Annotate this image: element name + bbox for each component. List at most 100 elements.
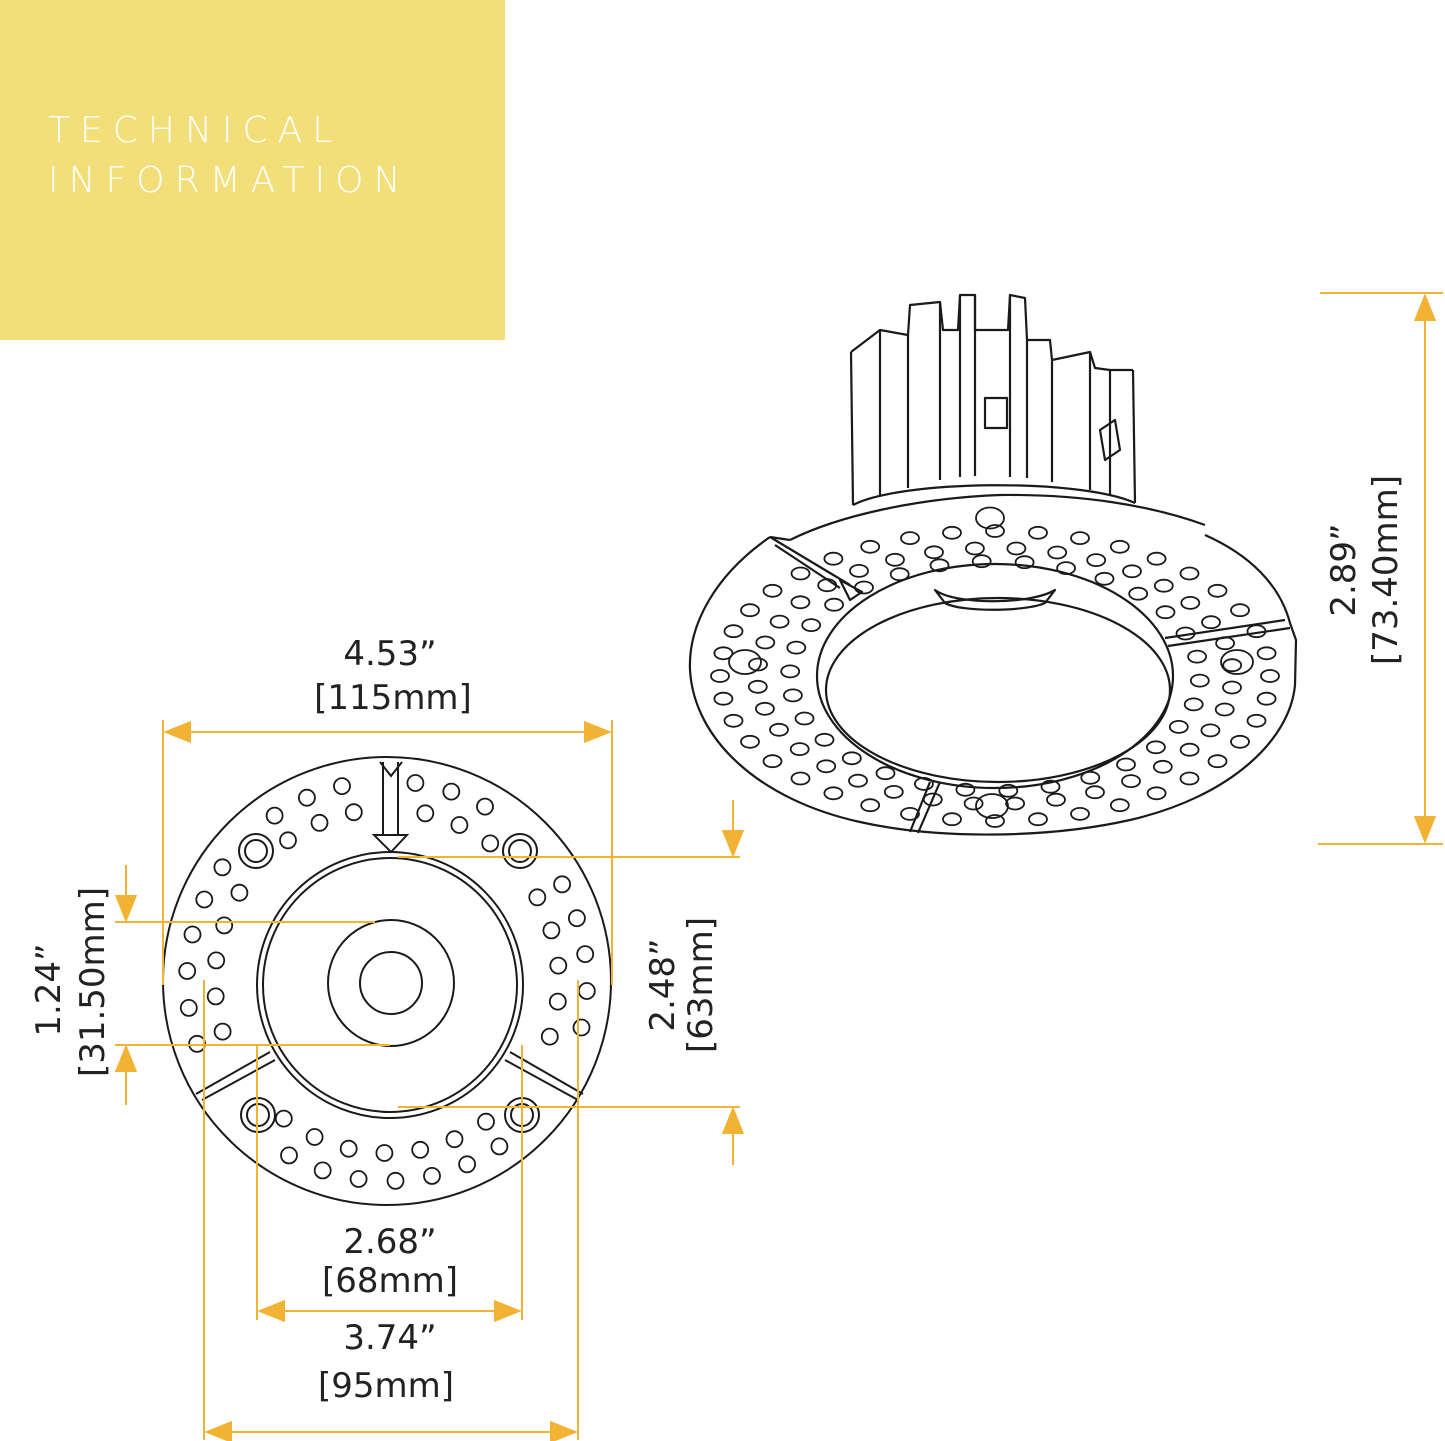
plaster-key-hole <box>883 785 904 799</box>
plaster-key-hole <box>1214 702 1235 717</box>
banner-title-line2: INFORMATION <box>48 160 411 201</box>
dim-4-53-inch: 4.53” <box>343 634 436 674</box>
plaster-key-hole <box>1222 680 1242 695</box>
plaster-key-hole <box>1260 669 1280 683</box>
isometric-view-drawing <box>688 293 1298 836</box>
plaster-key-hole <box>1183 697 1204 712</box>
plaster-key-hole <box>577 982 596 1000</box>
plaster-key-hole <box>1246 713 1267 728</box>
plaster-key-hole <box>971 554 992 569</box>
plaster-key-hole <box>568 909 586 928</box>
plaster-key-hole <box>477 1112 495 1131</box>
plaster-key-hole <box>848 773 868 788</box>
plaster-key-hole <box>1179 742 1200 757</box>
segment-split-left-2 <box>201 1059 276 1101</box>
plaster-key-hole <box>1207 754 1228 769</box>
plaster-key-hole <box>313 1161 332 1180</box>
lens-inner-circle <box>359 951 423 1015</box>
plaster-key-hole <box>442 782 461 801</box>
segment-split-right <box>509 1051 584 1095</box>
trim-plate-back-edge <box>789 493 1206 541</box>
plaster-key-hole <box>1070 807 1090 821</box>
plaster-key-hole <box>823 786 844 801</box>
plaster-key-hole <box>1006 541 1027 556</box>
plaster-key-hole <box>1146 740 1166 755</box>
plaster-key-hole <box>965 541 985 556</box>
plaster-key-hole <box>816 759 837 774</box>
aperture-inner <box>824 596 1172 784</box>
plaster-key-hole <box>885 552 905 567</box>
plaster-key-hole <box>922 792 943 807</box>
dim-2-89-inch: 2.89” <box>1324 523 1364 616</box>
plaster-key-hole <box>333 777 351 795</box>
plaster-key-hole <box>406 774 425 792</box>
plaster-key-hole <box>1179 771 1200 786</box>
housing-right-wall <box>1131 369 1137 504</box>
plaster-key-hole <box>780 664 801 679</box>
plaster-key-hole <box>710 669 730 683</box>
plaster-key-hole <box>1215 636 1235 651</box>
mount-hole-tl <box>238 833 274 869</box>
plaster-key-hole <box>814 732 835 747</box>
plaster-key-hole <box>755 635 776 650</box>
plaster-key-hole <box>416 804 435 823</box>
plaster-key-hole <box>183 925 202 944</box>
heatsink-connector <box>983 396 1009 430</box>
plaster-key-hole <box>823 551 844 566</box>
plaster-key-hole <box>1014 555 1035 570</box>
housing-base <box>852 484 1136 506</box>
plaster-key-hole <box>817 578 838 593</box>
plaster-key-hole <box>783 688 803 703</box>
plaster-key-hole <box>985 524 1005 538</box>
plaster-key-hole <box>998 783 1019 798</box>
technical-information-banner: TECHNICAL INFORMATION <box>0 0 505 340</box>
plaster-key-hole <box>576 945 595 963</box>
plaster-key-hole <box>375 1144 394 1162</box>
plaster-key-hole <box>1070 531 1090 545</box>
plaster-key-hole <box>762 754 783 769</box>
plaster-key-hole <box>1230 734 1250 749</box>
dim-3-74-mm: [95mm] <box>318 1366 454 1406</box>
plaster-key-hole <box>305 1128 324 1146</box>
plaster-key-hole <box>790 771 811 786</box>
plaster-key-hole <box>230 883 249 902</box>
plaster-key-hole <box>1028 812 1048 827</box>
plaster-key-hole <box>1152 759 1173 774</box>
plaster-key-hole <box>942 525 962 540</box>
plaster-key-hole <box>786 640 807 655</box>
plaster-key-hole <box>1200 723 1221 738</box>
dimension-lines <box>114 292 1443 1441</box>
plaster-key-hole <box>849 564 869 578</box>
plaster-key-hole <box>490 1137 509 1156</box>
mount-hole-tr <box>502 833 538 869</box>
plaster-key-hole <box>386 1171 405 1190</box>
plaster-key-hole <box>1256 646 1277 661</box>
plaster-key-hole <box>445 1130 464 1149</box>
plaster-key-hole <box>740 734 760 749</box>
plaster-key-hole <box>1005 796 1025 811</box>
mount-hole-iso <box>975 506 1005 530</box>
plaster-key-hole <box>1109 539 1130 554</box>
plaster-key-hole <box>1056 561 1076 575</box>
plaster-key-hole <box>875 766 896 781</box>
plaster-key-hole <box>280 1146 298 1165</box>
split-3d-right <box>1164 618 1291 648</box>
plaster-key-hole <box>1180 596 1201 610</box>
plaster-key-hole <box>1246 624 1267 639</box>
notch-arrow <box>371 834 410 854</box>
clip-bracket <box>1098 418 1122 462</box>
split-3d-top <box>769 536 851 589</box>
plaster-key-hole <box>423 1167 441 1185</box>
housing-left-wall <box>849 351 855 506</box>
plaster-key-hole <box>548 992 567 1011</box>
mount-hole-iso <box>975 793 1009 819</box>
banner-title-line1: TECHNICAL <box>48 110 343 151</box>
plaster-key-hole <box>349 1170 368 1188</box>
plaster-key-hole <box>713 646 734 661</box>
plaster-key-hole <box>528 888 547 907</box>
aperture-outer-ring <box>256 851 524 1119</box>
plaster-key-hole <box>1122 564 1142 579</box>
plaster-key-hole <box>213 858 232 877</box>
plaster-key-hole <box>1086 553 1107 567</box>
